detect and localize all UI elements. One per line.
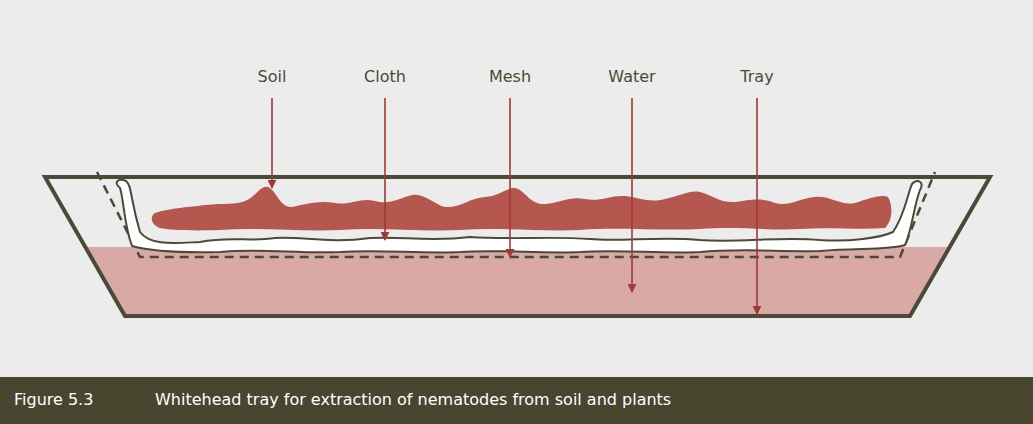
caption: Whitehead tray for extraction of nematod… [155, 390, 671, 409]
cloth [117, 180, 922, 253]
tray-outline [45, 177, 990, 316]
mesh [97, 172, 935, 257]
background [0, 0, 1033, 377]
figure-number: Figure 5.3 [14, 390, 93, 409]
part-label: Water [608, 67, 655, 86]
leader-line [509, 98, 511, 257]
leader-line [756, 98, 758, 314]
part-label: Mesh [489, 67, 531, 86]
part-label: Cloth [364, 67, 406, 86]
part-label: Tray [740, 67, 773, 86]
part-label: Soil [258, 67, 287, 86]
leader-line [384, 98, 386, 240]
leader-line [271, 98, 273, 188]
soil [152, 187, 892, 231]
leader-line [631, 98, 633, 292]
